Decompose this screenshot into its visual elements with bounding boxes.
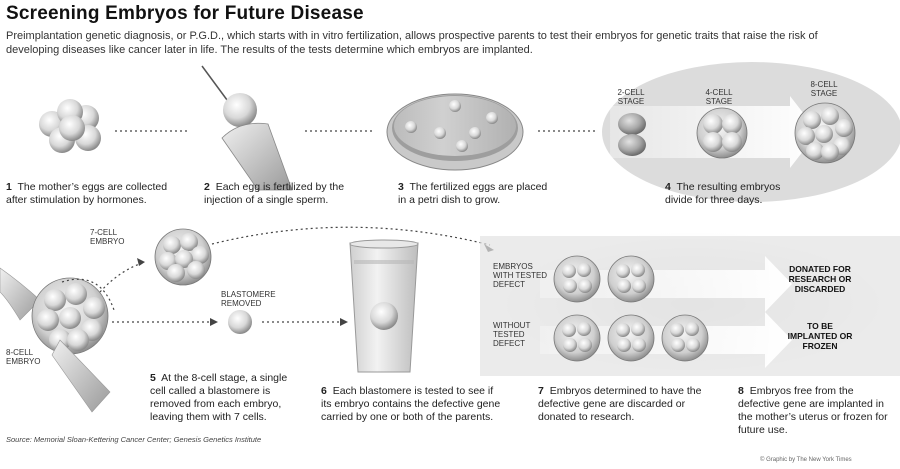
label-8-cell-stage: 8-CELL STAGE: [810, 80, 838, 98]
outcome-clean: TO BE IMPLANTED OR FROZEN: [787, 321, 853, 351]
step-7-caption: 7 Embryos determined to have the defecti…: [538, 385, 713, 424]
step-number: 5: [150, 372, 156, 384]
step-number: 7: [538, 385, 544, 397]
biopsy-illustration: [0, 226, 494, 413]
step-number: 2: [204, 181, 210, 193]
label-4-cell-stage: 4-CELL STAGE: [705, 88, 733, 106]
step-text: Embryos determined to have the defective…: [538, 385, 702, 423]
step-5-caption: 5 At the 8-cell stage, a single cell cal…: [150, 372, 302, 424]
label-2-cell-stage: 2-CELL STAGE: [617, 88, 645, 106]
step-4-caption: 4 The resulting embryos divide for three…: [665, 181, 785, 207]
intro-paragraph: Preimplantation genetic diagnosis, or P.…: [6, 30, 818, 56]
step-text: Embryos free from the defective gene are…: [738, 385, 888, 436]
step-text: The fertilized eggs are placed in a petr…: [398, 181, 548, 206]
embryo-division-illustration: [602, 62, 900, 202]
petri-dish-illustration: [386, 93, 524, 171]
eggs-cluster-illustration: [39, 99, 101, 153]
step-number: 4: [665, 181, 671, 193]
test-tube-illustration: [349, 239, 419, 373]
step-text: Each egg is fertilized by the injection …: [204, 181, 345, 206]
step-text: The mother’s eggs are collected after st…: [6, 181, 168, 206]
step-number: 8: [738, 385, 744, 397]
graphic-credit: © Graphic by The New York Times: [760, 457, 852, 463]
sperm-injection-illustration: [201, 65, 293, 191]
label-7-cell-embryo: 7-CELL EMBRYO: [90, 228, 125, 246]
label-with-defect: EMBRYOS WITH TESTED DEFECT: [493, 262, 548, 289]
step-number: 6: [321, 385, 327, 397]
page-title: Screening Embryos for Future Disease: [6, 3, 364, 24]
step-text: The resulting embryos divide for three d…: [665, 181, 781, 206]
step-6-caption: 6 Each blastomere is tested to see if it…: [321, 385, 506, 424]
step-8-caption: 8 Embryos free from the defective gene a…: [738, 385, 898, 437]
step-number: 3: [398, 181, 404, 193]
label-without-defect: WITHOUT TESTED DEFECT: [493, 321, 531, 348]
label-blastomere-removed: BLASTOMERE REMOVED: [221, 290, 276, 308]
step-text: At the 8-cell stage, a single cell calle…: [150, 372, 288, 423]
source-credit: Source: Memorial Sloan-Kettering Cancer …: [6, 435, 262, 444]
outcome-defective: DONATED FOR RESEARCH OR DISCARDED: [788, 264, 852, 294]
label-8-cell-embryo: 8-CELL EMBRYO: [6, 348, 41, 366]
step-number: 1: [6, 181, 12, 193]
step-2-caption: 2 Each egg is fertilized by the injectio…: [204, 181, 364, 207]
step-text: Each blastomere is tested to see if its …: [321, 385, 501, 423]
step-1-caption: 1 The mother’s eggs are collected after …: [6, 181, 176, 207]
results-panel-illustration: [480, 232, 900, 377]
step-3-caption: 3 The fertilized eggs are placed in a pe…: [398, 181, 558, 207]
